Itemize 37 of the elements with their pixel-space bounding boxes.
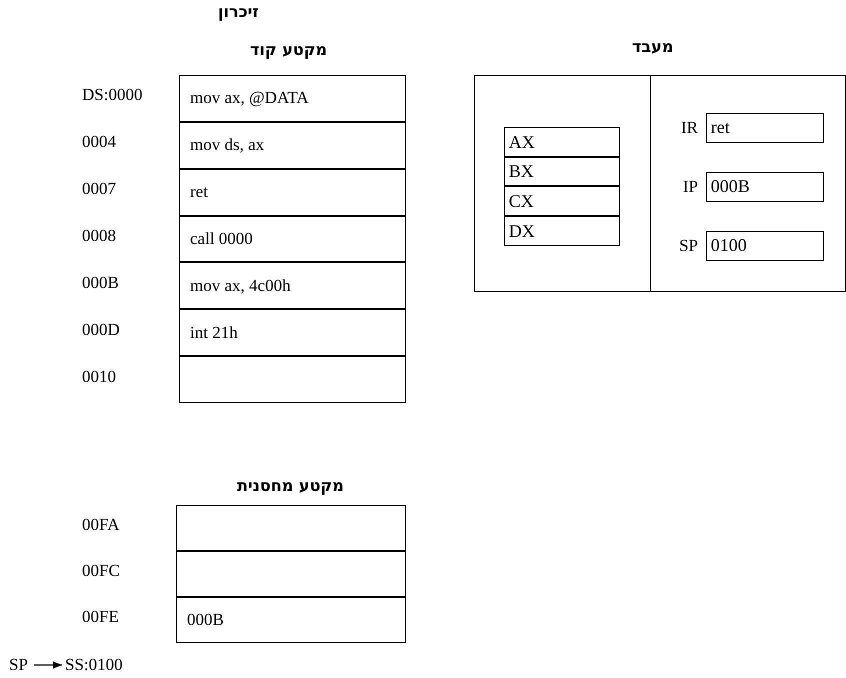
memory-cell: mov ax, 4c00h [179,262,406,310]
register-cell: AX [504,126,620,157]
address-label: 0007 [82,180,116,198]
address-label: DS:0000 [82,86,142,104]
address-label: 00FE [82,608,119,625]
register-cell: CX [504,186,620,216]
register-cell: DX [504,216,620,246]
register-label: SP [679,237,698,254]
register-label: IR [681,119,698,136]
address-label: 00FC [82,562,120,579]
title: זיכרון [218,4,259,20]
memory-cell [176,505,406,551]
register-label: IP [682,178,698,195]
memory-cell: 000B [176,597,406,643]
memory-cell [176,551,406,597]
address-label: 0004 [82,133,116,150]
address-label: 0010 [82,368,116,385]
memory-cell [179,356,406,403]
register-cell: BX [504,156,620,186]
section-heading: מעבד [632,39,674,55]
address-label: 0008 [82,227,116,244]
memory-cell: mov ds, ax [179,122,406,169]
memory-cell: int 21h [179,309,406,356]
address-label: 000B [82,274,119,291]
text-label: SS:0100 [65,656,152,674]
section-heading: מקטע מחסנית [237,478,344,494]
address-label: 00FA [82,516,120,533]
memory-cell: call 0000 [179,216,406,262]
memory-cell: ret [179,168,406,216]
register-box: 000B [706,172,824,202]
address-label: 000D [82,320,120,338]
arrow [34,661,62,669]
register-box: 0100 [706,230,824,261]
text-label: SP [9,656,31,674]
section-heading: מקטע קוד [250,42,328,58]
memory-cell: mov ax, @DATA [179,75,406,122]
register-box: ret [706,112,824,143]
